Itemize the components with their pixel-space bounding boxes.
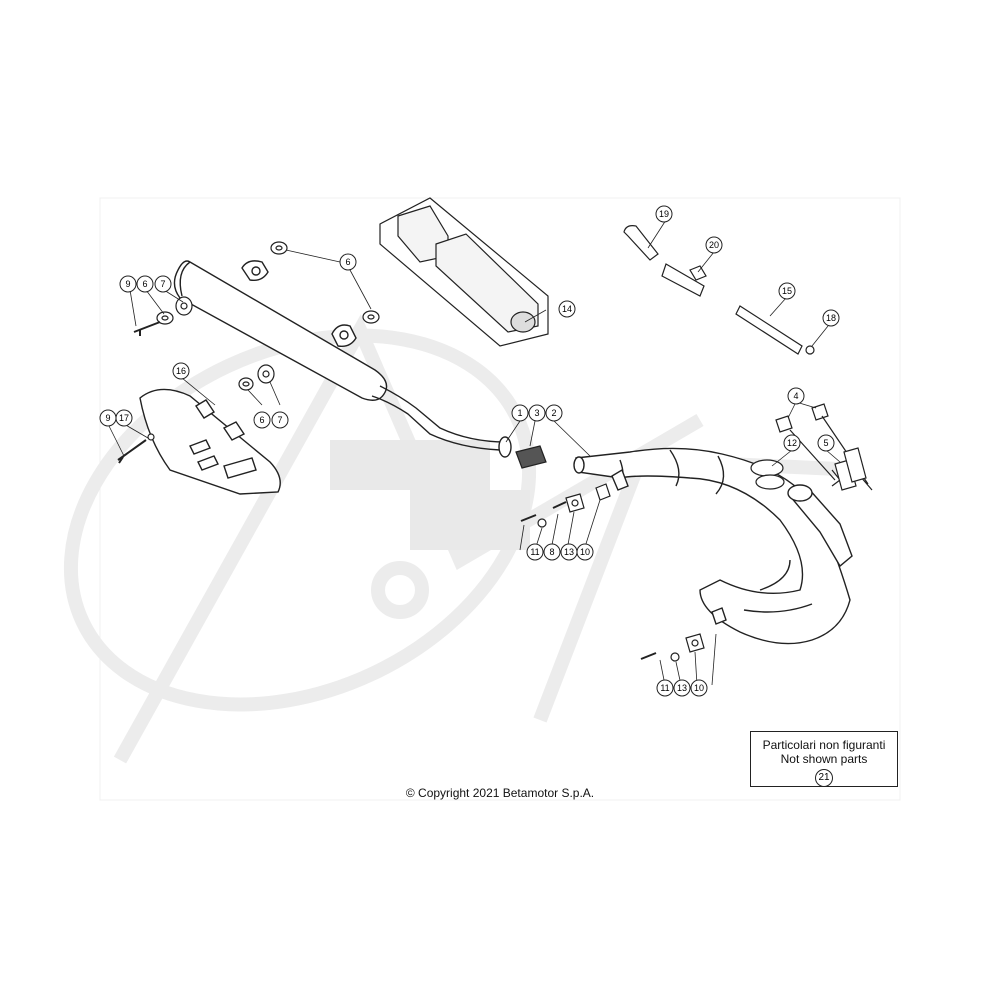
svg-text:15: 15 — [782, 286, 792, 296]
callout-10-low: 10 — [690, 679, 708, 697]
callout-6-left: 6 — [136, 275, 154, 293]
svg-text:10: 10 — [580, 547, 590, 557]
leader-lines — [107, 219, 841, 686]
callout-11-mid: 11 — [526, 543, 544, 561]
callout-1: 1 — [511, 404, 529, 422]
svg-text:8: 8 — [549, 547, 554, 557]
svg-text:6: 6 — [259, 415, 264, 425]
callout-6-top: 6 — [339, 253, 357, 271]
callout-11-low: 11 — [656, 679, 674, 697]
callout-7-top: 7 — [154, 275, 172, 293]
callout-18: 18 — [822, 309, 840, 327]
svg-text:10: 10 — [694, 683, 704, 693]
callout-15: 15 — [778, 282, 796, 300]
callout-14: 14 — [558, 300, 576, 318]
callout-19: 19 — [655, 205, 673, 223]
svg-text:11: 11 — [530, 547, 539, 557]
callout-8: 8 — [543, 543, 561, 561]
svg-text:6: 6 — [142, 279, 147, 289]
svg-text:4: 4 — [793, 391, 798, 401]
note-line-english: Not shown parts — [780, 752, 868, 766]
copyright-text: © Copyright 2021 Betamotor S.p.A. — [405, 786, 595, 800]
callout-7-mid: 7 — [271, 411, 289, 429]
svg-text:11: 11 — [660, 683, 669, 693]
svg-text:17: 17 — [119, 413, 129, 423]
not-shown-parts-box: Particolari non figuranti Not shown part… — [750, 731, 898, 787]
svg-text:13: 13 — [677, 683, 687, 693]
expansion-chamber — [573, 447, 853, 645]
callout-20: 20 — [705, 236, 723, 254]
svg-text:12: 12 — [787, 438, 797, 448]
svg-text:19: 19 — [659, 209, 669, 219]
svg-text:7: 7 — [277, 415, 282, 425]
packing-box — [379, 197, 549, 347]
watermark-dots — [330, 440, 530, 550]
svg-text:18: 18 — [826, 313, 836, 323]
callout-4: 4 — [787, 387, 805, 405]
small-parts — [117, 225, 873, 662]
callout-3: 3 — [528, 404, 546, 422]
callout-13-low: 13 — [673, 679, 691, 697]
svg-text:7: 7 — [160, 279, 165, 289]
svg-text:20: 20 — [709, 240, 719, 250]
svg-text:9: 9 — [125, 279, 130, 289]
svg-text:13: 13 — [564, 547, 574, 557]
svg-text:5: 5 — [823, 438, 828, 448]
svg-text:9: 9 — [105, 413, 110, 423]
svg-text:16: 16 — [176, 366, 186, 376]
callout-6-mid: 6 — [253, 411, 271, 429]
callout-5: 5 — [817, 434, 835, 452]
callout-13-mid: 13 — [560, 543, 578, 561]
svg-text:2: 2 — [551, 408, 556, 418]
callout-21: 21 — [815, 769, 833, 787]
callout-10-mid: 10 — [576, 543, 594, 561]
callouts: 6 9 6 7 16 6 7 9 17 14 1 3 2 19 20 15 18… — [99, 205, 840, 697]
callout-12: 12 — [783, 434, 801, 452]
callout-16: 16 — [172, 362, 190, 380]
svg-text:1: 1 — [517, 408, 522, 418]
svg-text:3: 3 — [534, 408, 539, 418]
silencer — [173, 260, 512, 458]
note-line-italian: Particolari non figuranti — [762, 738, 886, 752]
callout-17: 17 — [115, 409, 133, 427]
svg-text:14: 14 — [562, 304, 572, 314]
callout-9-low: 9 — [99, 409, 117, 427]
svg-text:6: 6 — [345, 257, 350, 267]
callout-2: 2 — [545, 404, 563, 422]
callout-9-top: 9 — [119, 275, 137, 293]
